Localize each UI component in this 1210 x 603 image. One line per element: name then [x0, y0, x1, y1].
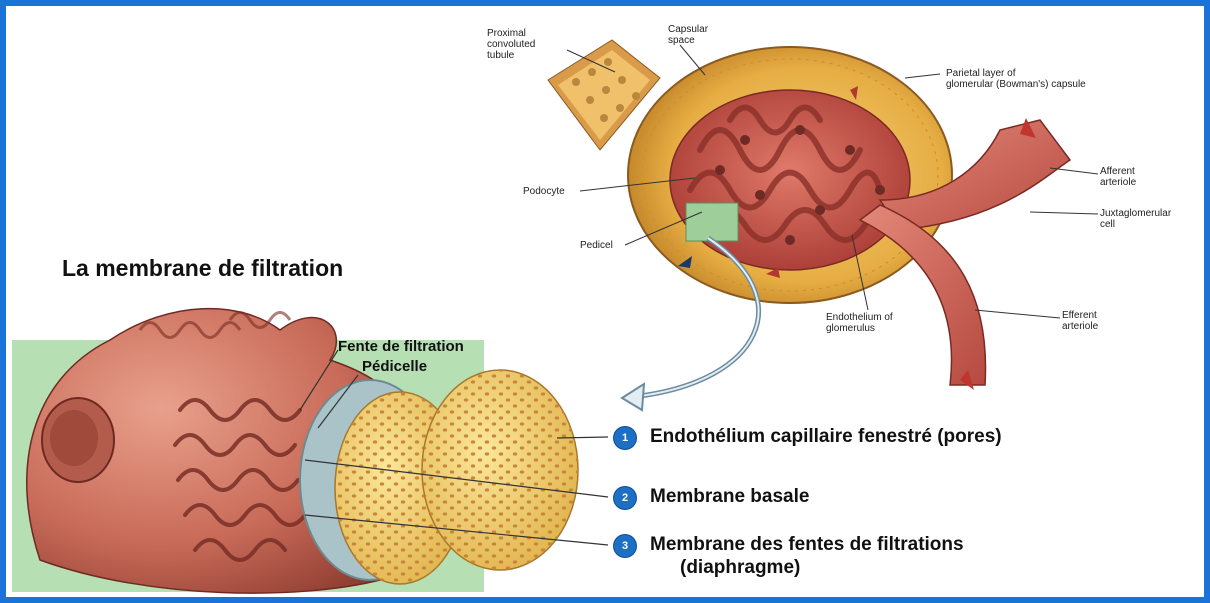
label-pedicel: Pedicel	[580, 240, 613, 251]
label-line: Capsular	[668, 24, 708, 35]
page-title: La membrane de filtration	[62, 255, 343, 282]
legend-text: Membrane des fentes de filtrations	[650, 534, 964, 555]
renal-corpuscle-drawing	[548, 40, 1098, 410]
label-line: Afferent	[1100, 166, 1136, 177]
label-line: Parietal layer of	[946, 68, 1086, 79]
label-line: arteriole	[1062, 321, 1098, 332]
label-pedicelle: Pédicelle	[362, 358, 427, 375]
label-line: arteriole	[1100, 177, 1136, 188]
label-afferent-arteriole: Afferent arteriole	[1100, 166, 1136, 188]
label-capsular-space: Capsular space	[668, 24, 708, 46]
label-parietal-layer: Parietal layer of glomerular (Bowman's) …	[946, 68, 1086, 90]
label-line: cell	[1100, 219, 1171, 230]
legend-item-3: 3 Membrane des fentes de filtrations (di…	[614, 533, 964, 579]
legend-badge: 2	[614, 487, 636, 509]
legend-text: Membrane basale	[650, 485, 809, 508]
legend-item-1: 1 Endothélium capillaire fenestré (pores…	[614, 425, 1002, 449]
label-efferent-arteriole: Efferent arteriole	[1062, 310, 1098, 332]
legend-badge: 1	[614, 427, 636, 449]
label-line: tubule	[487, 50, 535, 61]
legend-text: Endothélium capillaire fenestré (pores)	[650, 425, 1002, 448]
label-podocyte: Podocyte	[523, 186, 565, 197]
legend-badge: 3	[614, 535, 636, 557]
filtration-membrane-drawing	[12, 309, 608, 594]
label-line: convoluted	[487, 39, 535, 50]
label-endothelium-glomerulus: Endothelium of glomerulus	[826, 312, 893, 334]
label-line: Efferent	[1062, 310, 1098, 321]
legend-text-line2: (diaphragme)	[650, 556, 964, 579]
label-line: Endothelium of	[826, 312, 893, 323]
label-proximal-tubule: Proximal convoluted tubule	[487, 28, 535, 61]
label-fente-filtration: Fente de filtration	[338, 338, 464, 355]
label-juxtaglomerular-cell: Juxtaglomerular cell	[1100, 208, 1171, 230]
label-line: Proximal	[487, 28, 535, 39]
label-line: space	[668, 35, 708, 46]
legend-text-block: Membrane des fentes de filtrations (diap…	[650, 533, 964, 579]
label-line: glomerulus	[826, 323, 893, 334]
label-line: Juxtaglomerular	[1100, 208, 1171, 219]
label-line: glomerular (Bowman's) capsule	[946, 79, 1086, 90]
legend-item-2: 2 Membrane basale	[614, 485, 809, 509]
